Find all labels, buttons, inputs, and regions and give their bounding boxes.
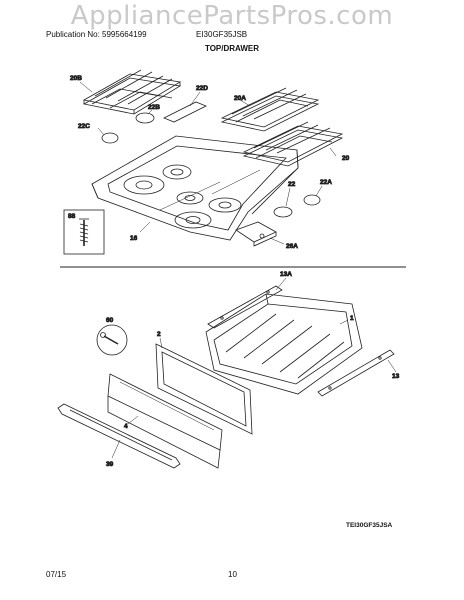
callout-22: 22 bbox=[288, 181, 296, 188]
callout-22b: 22B bbox=[148, 104, 160, 111]
slide-rail-13 bbox=[317, 349, 395, 397]
callout-20: 20 bbox=[342, 155, 350, 162]
callout-22c: 22C bbox=[78, 123, 90, 130]
slide-rail-13a bbox=[207, 285, 283, 329]
watermark: AppliancePartsPros.com bbox=[70, 1, 394, 31]
grate-20 bbox=[242, 121, 344, 167]
burner-cap-22b bbox=[135, 112, 155, 124]
callout-88: 88 bbox=[68, 213, 76, 220]
drawer-handle-39 bbox=[57, 403, 181, 469]
callout-1: 1 bbox=[350, 315, 354, 322]
callout-20b: 20B bbox=[70, 75, 82, 82]
burner-cap-22c bbox=[101, 132, 119, 144]
leader-lines-bottom bbox=[111, 277, 397, 459]
callout-4: 4 bbox=[124, 423, 128, 430]
publication-number: Publication No: 5995664199 bbox=[46, 30, 147, 39]
callout-39: 39 bbox=[106, 461, 114, 468]
callout-60: 60 bbox=[106, 317, 114, 324]
drawer-panel-2 bbox=[155, 343, 253, 435]
page-number: 10 bbox=[228, 570, 237, 579]
drawer-front-4 bbox=[107, 373, 223, 469]
burner-cap-22a bbox=[303, 194, 321, 206]
screw-inset-88 bbox=[63, 209, 105, 255]
drawer-body-1 bbox=[205, 293, 363, 395]
grate-20a bbox=[220, 87, 320, 132]
diagram-code: TEI30GF35JSA bbox=[346, 522, 393, 529]
callout-22d: 22D bbox=[196, 85, 208, 92]
callout-16: 16 bbox=[130, 235, 138, 242]
leader-lines-top bbox=[79, 81, 337, 245]
grate-20b bbox=[82, 69, 182, 115]
callout-26a: 26A bbox=[286, 243, 298, 250]
screw-callout-60 bbox=[96, 324, 128, 356]
burner-cap-22 bbox=[273, 206, 293, 218]
bracket-26a bbox=[235, 221, 277, 247]
callout-20a: 20A bbox=[234, 95, 246, 102]
cooktop-16 bbox=[91, 135, 299, 241]
footer-date: 07/15 bbox=[46, 570, 67, 579]
callout-2: 2 bbox=[157, 331, 161, 338]
burner-cap-22d bbox=[163, 101, 207, 123]
callout-13a: 13A bbox=[280, 271, 292, 278]
section-title: TOP/DRAWER bbox=[204, 44, 260, 53]
model-number: EI30GF35JSB bbox=[196, 30, 248, 39]
callout-13: 13 bbox=[392, 373, 400, 380]
callout-22a: 22A bbox=[320, 179, 332, 186]
